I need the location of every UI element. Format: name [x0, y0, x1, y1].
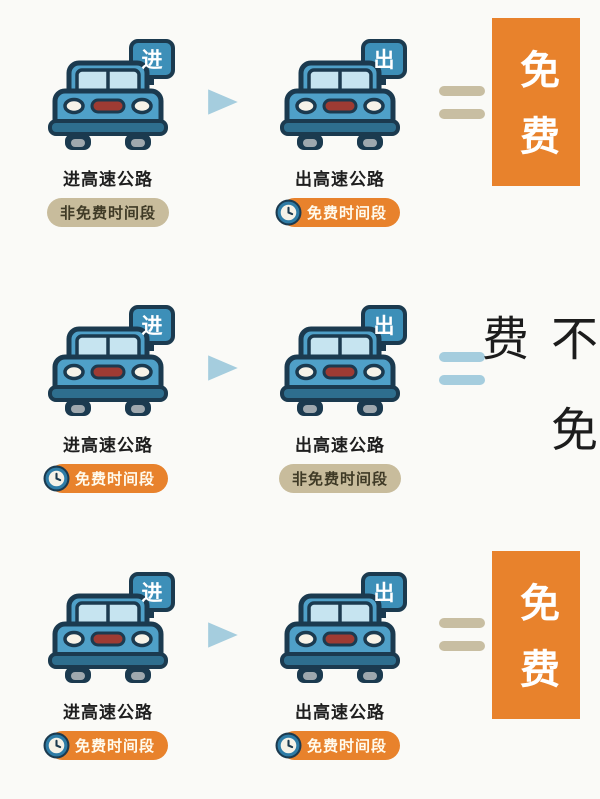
- exit-label: 出高速公路: [295, 702, 385, 722]
- exit-car-group: 出 出高速公路 免费时间段: [246, 572, 434, 760]
- enter-label: 进高速公路: [63, 170, 153, 190]
- exit-car-group: 出 出高速公路 免费时间段: [246, 39, 434, 228]
- result-text: 不免费: [475, 314, 597, 497]
- exit-time-badge: 免费时间段: [280, 198, 400, 228]
- clock-icon: [275, 199, 302, 226]
- exit-time-text: 免费时间段: [306, 205, 387, 223]
- enter-time-text: 非免费时间段: [59, 205, 156, 223]
- enter-time-badge: 免费时间段: [48, 464, 168, 494]
- enter-car-group: 进 进高速公路 免费时间段: [14, 305, 202, 494]
- clock-icon: [43, 465, 70, 492]
- enter-time-badge: 免费时间段: [48, 730, 168, 760]
- exit-time-badge: 非免费时间段: [278, 464, 401, 494]
- equals-icon: [434, 618, 490, 652]
- arrow-right-icon: [202, 85, 246, 119]
- clock-icon: [275, 732, 302, 759]
- car-exit-icon: 出: [265, 305, 415, 427]
- result-badge: 不免费: [475, 274, 597, 514]
- car-exit-icon: 出: [265, 572, 415, 694]
- rule-row-3: 进 进高速公路 免费时间段 出 出高速公路 免费时间段: [0, 533, 600, 799]
- enter-time-text: 免费时间段: [74, 737, 155, 755]
- exit-time-text: 免费时间段: [306, 737, 387, 755]
- enter-label: 进高速公路: [63, 436, 153, 456]
- result-badge: 免费: [492, 550, 580, 719]
- exit-time-badge: 免费时间段: [280, 730, 400, 760]
- enter-time-badge: 非免费时间段: [46, 198, 169, 228]
- arrow-right-icon: [202, 351, 246, 385]
- exit-sign-label: 出: [373, 315, 395, 339]
- enter-label: 进高速公路: [63, 702, 153, 722]
- exit-car-group: 出 出高速公路 非免费时间段: [246, 305, 434, 494]
- equals-icon: [434, 85, 490, 119]
- exit-sign-label: 出: [373, 49, 395, 73]
- exit-label: 出高速公路: [295, 436, 385, 456]
- car-enter-icon: 进: [33, 572, 183, 694]
- car-enter-icon: 进: [33, 39, 183, 161]
- exit-time-text: 非免费时间段: [291, 471, 388, 489]
- enter-car-group: 进 进高速公路 免费时间段: [14, 572, 202, 760]
- enter-sign-label: 进: [141, 581, 163, 605]
- car-exit-icon: 出: [265, 39, 415, 161]
- enter-sign-label: 进: [141, 49, 163, 73]
- result-badge: 免费: [492, 18, 580, 187]
- rule-row-1: 进 进高速公路 非免费时间段 出 出高速公路 免费时间段 免费: [0, 0, 600, 266]
- enter-car-group: 进 进高速公路 非免费时间段: [14, 39, 202, 228]
- rule-row-2: 进 进高速公路 免费时间段 出 出高速公路 非免费时间段 不免费: [0, 266, 600, 532]
- enter-sign-label: 进: [141, 315, 163, 339]
- car-enter-icon: 进: [33, 305, 183, 427]
- equals-icon: [434, 351, 490, 385]
- clock-icon: [43, 732, 70, 759]
- enter-time-text: 免费时间段: [74, 471, 155, 489]
- exit-label: 出高速公路: [295, 170, 385, 190]
- result-text: 免费: [514, 581, 558, 714]
- exit-sign-label: 出: [373, 581, 395, 605]
- result-text: 免费: [514, 49, 558, 182]
- arrow-right-icon: [202, 618, 246, 652]
